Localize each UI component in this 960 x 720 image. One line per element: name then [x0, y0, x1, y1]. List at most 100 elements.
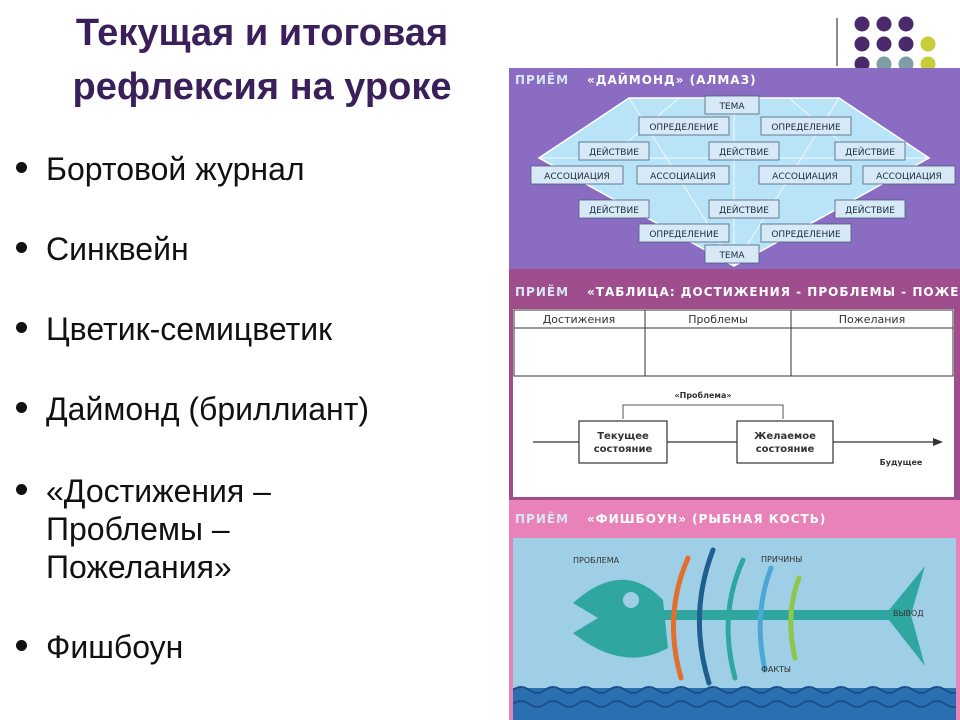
current-state-label: состояние [594, 444, 653, 455]
wave-line [513, 700, 956, 708]
box-associaciya [758, 165, 852, 185]
decor-dot [876, 16, 892, 32]
fish-label-causes: ПРИЧИНЫ [761, 555, 802, 564]
decor-dot [920, 56, 936, 72]
box-deistvie-label: ДЕЙСТВИЕ [845, 204, 895, 216]
achievements-table-diagram: Достижения Проблемы Пожелания «Проблема»… [513, 309, 954, 497]
box-opredelenie-label: ОПРЕДЕЛЕНИЕ [649, 123, 719, 133]
current-state-label: Текущее [597, 431, 649, 442]
fish-head [573, 579, 668, 658]
box-opredelenie-label: ОПРЕДЕЛЕНИЕ [771, 230, 841, 240]
bullet-item: Бортовой журнал [14, 150, 484, 188]
slide-title: Текущая и итоговая рефлексия на уроке [22, 6, 502, 114]
fish-skeleton [573, 566, 925, 666]
diamond-diagram: ТЕМА ОПРЕДЕЛЕНИЕ ОПРЕДЕЛЕНИЕ ДЕЙСТВИЕ ДЕЙСТВ… [530, 95, 956, 267]
decor-dot [854, 56, 870, 72]
fish-label-facts: ФАКТЫ [761, 665, 791, 674]
fish-panel: ПРИЁМ «ФИШБОУН» (РЫБНАЯ КОСТЬ) ПРОБЛЕМА П… [509, 500, 960, 720]
box-deistvie [578, 141, 650, 161]
table-panel-header: ПРИЁМ «ТАБЛИЦА: ДОСТИЖЕНИЯ - ПРОБЛЕМЫ - П… [515, 285, 960, 299]
bullet-item: «Достижения – Проблемы – Пожелания» [14, 472, 484, 586]
box-deistvie [834, 141, 906, 161]
bullet-item: Даймонд (бриллиант) [14, 390, 484, 428]
table-col-header: Достижения [543, 313, 616, 326]
title-line-2: рефлексия на уроке [72, 66, 452, 108]
decor-dot [854, 36, 870, 52]
decor-divider [836, 18, 838, 66]
fish-rib [757, 565, 774, 673]
decor-dot [876, 56, 892, 72]
wave-line [513, 686, 956, 694]
fish-spine [653, 610, 891, 620]
box-tema [704, 244, 760, 264]
panel-prefix: ПРИЁМ [515, 512, 570, 526]
bullet-line: Проблемы – [46, 511, 230, 547]
panel-heading: «ТАБЛИЦА: ДОСТИЖЕНИЯ - ПРОБЛЕМЫ - ПОЖЕЛА… [587, 285, 960, 299]
table-frame [513, 309, 954, 377]
problem-bracket [622, 404, 784, 419]
fish-tail [885, 566, 925, 666]
box-associaciya-label: АССОЦИАЦИЯ [772, 172, 838, 182]
title-line-1: Текущая и итоговая [75, 12, 449, 54]
fish-panel-header: ПРИЁМ «ФИШБОУН» (РЫБНАЯ КОСТЬ) [515, 512, 826, 526]
box-associaciya [636, 165, 730, 185]
fish-bones [670, 547, 802, 686]
panel-heading: «ФИШБОУН» (РЫБНАЯ КОСТЬ) [587, 512, 827, 526]
bullet-list: Бортовой журнал Синквейн Цветик-семицвет… [14, 150, 484, 666]
panel-prefix: ПРИЁМ [515, 73, 570, 87]
table-panel: ПРИЁМ «ТАБЛИЦА: ДОСТИЖЕНИЯ - ПРОБЛЕМЫ - П… [509, 269, 960, 500]
box-tema-label: ТЕМА [718, 251, 745, 261]
box-associaciya [530, 165, 624, 185]
box-deistvie [578, 199, 650, 219]
box-deistvie-label: ДЕЙСТВИЕ [719, 204, 769, 216]
decor-dot-grid [854, 16, 936, 72]
box-deistvie-label: ДЕЙСТВИЕ [719, 146, 769, 158]
bullet-item: Фишбоун [14, 628, 484, 666]
decor-dot [898, 16, 914, 32]
box-deistvie-label: ДЕЙСТВИЕ [589, 204, 639, 216]
bullet-line: Пожелания» [46, 549, 232, 585]
box-opredelenie [760, 223, 852, 243]
desired-state-label: Желаемое [754, 431, 816, 442]
table-col-header: Пожелания [839, 313, 905, 326]
panel-prefix: ПРИЁМ [515, 285, 570, 299]
current-state-box [578, 420, 668, 464]
timeline-arrow [933, 438, 943, 446]
fish-eye [623, 592, 639, 608]
diamond-panel-header: ПРИЁМ «ДАЙМОНД» (АЛМАЗ) [515, 73, 757, 87]
box-tema-label: ТЕМА [718, 102, 745, 112]
decor-dot [854, 16, 870, 32]
fishbone-diagram: ПРОБЛЕМА ПРИЧИНЫ ВЫВОД ФАКТЫ [513, 538, 956, 720]
box-associaciya-label: АССОЦИАЦИЯ [876, 172, 942, 182]
fish-rib [670, 555, 691, 681]
table-col-header: Проблемы [688, 313, 748, 326]
problem-label: «Проблема» [674, 390, 731, 400]
box-associaciya-label: АССОЦИАЦИЯ [544, 172, 610, 182]
box-opredelenie [638, 116, 730, 136]
box-deistvie [834, 199, 906, 219]
box-opredelenie-label: ОПРЕДЕЛЕНИЕ [649, 230, 719, 240]
fish-rib [725, 557, 746, 681]
box-opredelenie [638, 223, 730, 243]
bullet-line: «Достижения – [46, 473, 271, 509]
box-tema [704, 95, 760, 115]
fish-label-problem: ПРОБЛЕМА [573, 556, 620, 565]
fish-rib [696, 547, 716, 686]
box-associaciya [862, 165, 956, 185]
box-deistvie [708, 199, 780, 219]
box-deistvie-label: ДЕЙСТВИЕ [845, 146, 895, 158]
box-associaciya-label: АССОЦИАЦИЯ [650, 172, 716, 182]
diamond-panel: ПРИЁМ «ДАЙМОНД» (АЛМАЗ) ТЕМА ОПРЕДЕЛЕНИЕ ОП… [509, 68, 960, 269]
box-deistvie-label: ДЕЙСТВИЕ [589, 146, 639, 158]
decor-dot [898, 36, 914, 52]
decor-dot [920, 36, 936, 52]
decor-dot [898, 56, 914, 72]
box-opredelenie [760, 116, 852, 136]
bullet-item: Цветик-семицветик [14, 310, 484, 348]
decor-dot [876, 36, 892, 52]
desired-state-box [736, 420, 834, 464]
future-label: Будущее [880, 458, 923, 467]
desired-state-label: состояние [756, 444, 815, 455]
panel-heading: «ДАЙМОНД» (АЛМАЗ) [587, 73, 757, 87]
fish-rib [788, 575, 802, 661]
